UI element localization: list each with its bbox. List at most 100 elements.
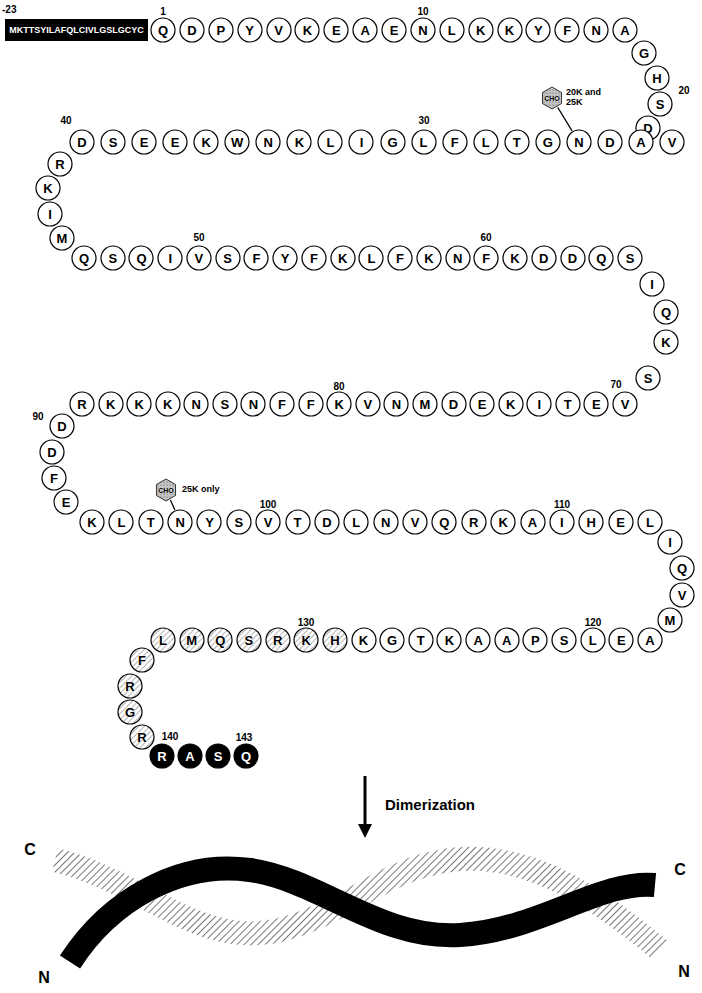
residue-letter: D xyxy=(187,24,196,37)
residue-letter: K xyxy=(295,136,304,149)
residue-circle-shape xyxy=(197,510,221,534)
residue-letter: Q xyxy=(677,562,687,575)
residue-circle-shape xyxy=(381,130,405,154)
residue-circle-shape xyxy=(561,246,585,270)
residue-letter: E xyxy=(390,24,399,37)
residue-circle: S xyxy=(215,245,241,271)
residue-circle: K xyxy=(294,17,320,43)
residue-letter: S xyxy=(221,398,230,411)
residue-circle: S xyxy=(100,129,126,155)
residue-letter: N xyxy=(591,24,600,37)
residue-circle: G xyxy=(117,699,143,725)
residue-circle-shape xyxy=(270,392,294,416)
arrow-head xyxy=(358,824,372,838)
residue-circle: L xyxy=(343,509,369,535)
residue-letter: K xyxy=(498,516,507,529)
residue-circle: E xyxy=(162,129,188,155)
residue-letter: L xyxy=(482,136,490,149)
residue-circle: Q xyxy=(669,555,695,581)
residue-circle-shape xyxy=(556,392,580,416)
residue-letter: S xyxy=(109,136,118,149)
residue-letter: K xyxy=(302,634,311,647)
residue-circle: M xyxy=(179,627,205,653)
residue-circle: G xyxy=(631,40,657,66)
residue-letter: S xyxy=(656,98,665,111)
residue-circle-shape xyxy=(523,628,547,652)
residue-circle-shape xyxy=(356,392,380,416)
residue-circle-shape xyxy=(526,18,550,42)
residue-circle: G xyxy=(379,627,405,653)
residue-circle-shape xyxy=(178,744,202,768)
residue-letter: A xyxy=(473,634,482,647)
residue-circle: K xyxy=(502,245,528,271)
residue-circle: M xyxy=(412,391,438,417)
residue-circle: E xyxy=(469,391,495,417)
residue-circle-shape xyxy=(640,272,664,296)
residue-letter: H xyxy=(652,72,661,85)
residue-circle: F xyxy=(298,391,324,417)
residue-circle-shape xyxy=(187,246,211,270)
residue-circle-shape xyxy=(503,246,527,270)
residue-circle-shape xyxy=(139,510,163,534)
residue-letter: K xyxy=(87,516,96,529)
residue-letter: E xyxy=(616,516,625,529)
residue-circle: T xyxy=(285,509,311,535)
residue-letter: G xyxy=(543,136,553,149)
residue-letter: Y xyxy=(534,24,543,37)
residue-circle-shape xyxy=(353,18,377,42)
residue-circle-shape xyxy=(241,392,265,416)
glycosylation-note: 25K only xyxy=(182,485,220,495)
residue-circle: M xyxy=(49,225,75,251)
residue-circle-shape xyxy=(352,628,376,652)
residue-circle: Q xyxy=(233,743,259,769)
residue-circle: K xyxy=(286,129,312,155)
residue-circle-shape xyxy=(216,246,240,270)
residue-letter: D xyxy=(47,446,56,459)
residue-letter: G xyxy=(387,136,397,149)
residue-letter: F xyxy=(50,472,58,485)
residue-circle: E xyxy=(608,509,634,535)
residue-circle-shape xyxy=(417,246,441,270)
residue-circle-shape xyxy=(550,510,574,534)
residue-circle-shape xyxy=(442,392,466,416)
position-number: 20 xyxy=(678,85,689,96)
residue-circle-shape xyxy=(499,392,523,416)
residue-letter: R xyxy=(125,680,134,693)
residue-circle: H xyxy=(578,509,604,535)
residue-circle-shape xyxy=(440,18,464,42)
residue-circle: V xyxy=(255,509,281,535)
residue-circle-shape xyxy=(498,18,522,42)
residue-circle: L xyxy=(637,509,663,535)
residue-circle: S xyxy=(635,365,661,391)
residue-circle-shape xyxy=(101,246,125,270)
residue-circle-shape xyxy=(156,392,180,416)
residue-circle-shape xyxy=(670,556,694,580)
residue-letter: V xyxy=(274,24,283,37)
residue-circle-shape xyxy=(238,18,262,42)
residue-circle: K xyxy=(293,627,319,653)
residue-letter: H xyxy=(330,634,339,647)
residue-circle-shape xyxy=(462,510,486,534)
residue-circle-shape xyxy=(286,510,310,534)
residue-circle-shape xyxy=(40,440,64,464)
residue-circle: T xyxy=(504,129,530,155)
residue-circle-shape xyxy=(658,608,682,632)
residue-circle: F xyxy=(41,465,67,491)
residue-letter: Y xyxy=(245,24,254,37)
terminus-label: N xyxy=(38,969,50,987)
residue-letter: Q xyxy=(439,516,449,529)
residue-circle: D xyxy=(314,509,340,535)
residue-letter: K xyxy=(424,252,433,265)
residue-circle: K xyxy=(468,17,494,43)
residue-circle-shape xyxy=(194,130,218,154)
residue-circle: K xyxy=(79,509,105,535)
residue-circle: K xyxy=(498,391,524,417)
residue-circle: T xyxy=(555,391,581,417)
residue-circle-shape xyxy=(50,226,74,250)
residue-circle-shape xyxy=(474,130,498,154)
residue-letter: E xyxy=(62,496,71,509)
residue-circle-shape xyxy=(609,510,633,534)
residue-circle-shape xyxy=(244,246,268,270)
position-number: 60 xyxy=(480,232,491,243)
hexagon-shape xyxy=(542,87,561,109)
